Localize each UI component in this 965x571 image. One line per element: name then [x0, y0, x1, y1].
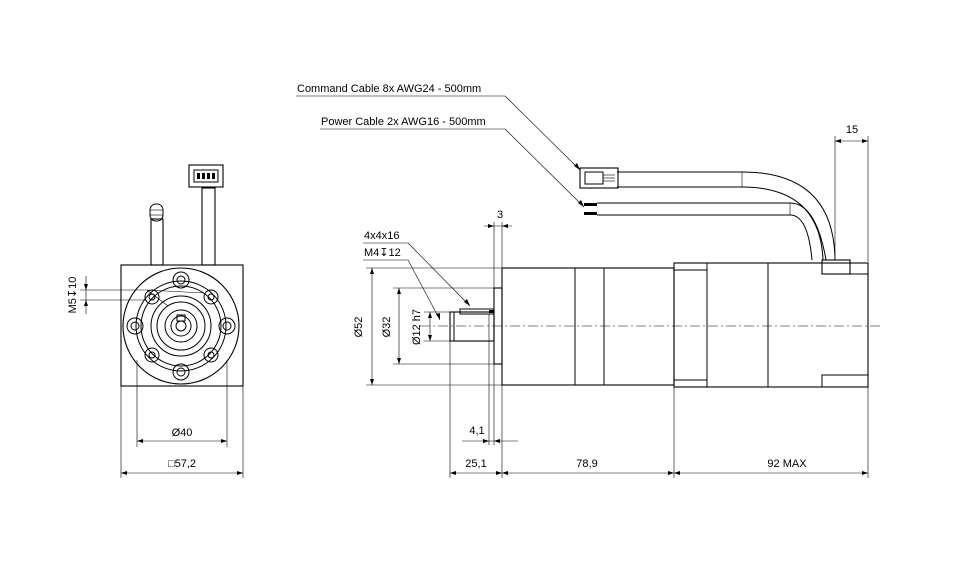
shoulder-label: 3 — [497, 209, 503, 221]
mounting-holes — [126, 271, 236, 381]
cable-offset-label: 15 — [846, 124, 858, 136]
command-cable-label: Command Cable 8x AWG24 - 500mm — [297, 83, 481, 95]
pcd-label: Ø40 — [172, 427, 193, 439]
pilot-diameter-label: Ø32 — [381, 317, 393, 338]
command-connector-icon — [579, 167, 619, 189]
thread-label: M4↧12 — [364, 247, 401, 259]
connector-icon — [188, 164, 224, 188]
cable-stub-right — [201, 187, 216, 266]
flange-square-label: □57,2 — [168, 458, 196, 470]
gearbox-body — [501, 267, 675, 386]
cable-bundle — [579, 167, 836, 261]
flange-square — [120, 264, 244, 387]
shaft-diameter-label: Ø12 h7 — [411, 309, 423, 345]
power-cable-label: Power Cable 2x AWG16 - 500mm — [321, 116, 486, 128]
gearbox-length-label: 78,9 — [576, 458, 597, 470]
front-view: M5↧10 Ø40 □57,2 — [67, 164, 244, 478]
output-shaft — [449, 311, 495, 342]
cable-stub-left — [150, 218, 164, 266]
motor-body — [673, 262, 869, 388]
shaft-length-label: 25,1 — [465, 458, 486, 470]
cable-cap-left — [149, 203, 164, 222]
body-diameter-label: Ø52 — [353, 317, 365, 338]
cable-gland-top — [821, 259, 851, 275]
mount-thread-label: M5↧10 — [67, 277, 79, 314]
key-offset-label: 4,1 — [469, 425, 484, 437]
flange-circle — [122, 267, 240, 385]
side-view: Command Cable 8x AWG24 - 500mm Power Cab… — [296, 83, 880, 478]
key-label: 4x4x16 — [364, 230, 399, 242]
motor-length-label: 92 MAX — [767, 458, 807, 470]
